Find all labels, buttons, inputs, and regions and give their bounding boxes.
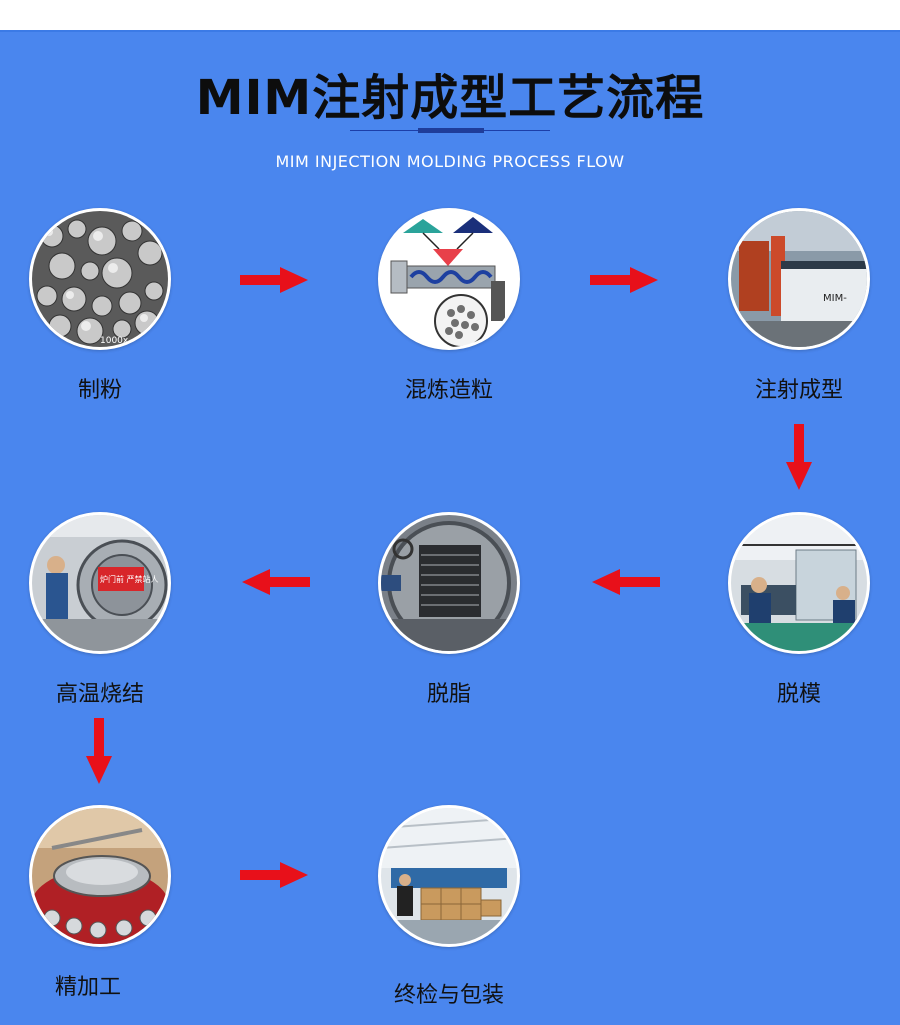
page-subtitle: MIM INJECTION MOLDING PROCESS FLOW — [275, 152, 625, 171]
arrow-down-icon — [786, 424, 812, 490]
step-label: 脱脂 — [426, 682, 471, 707]
step-demolding: 脱模 — [699, 512, 899, 708]
mixing-image — [378, 208, 520, 350]
step-mixing: 混炼造粒 — [349, 208, 549, 404]
title-underline-accent — [418, 128, 484, 133]
top-bar — [0, 0, 900, 32]
arrow-right-icon — [240, 267, 308, 293]
step-injection: MIM- 注射成型 — [699, 208, 899, 404]
arrow-left-icon — [242, 569, 310, 595]
sintering-image: 炉门前 严禁站人 — [29, 512, 171, 654]
finishing-image — [29, 805, 171, 947]
powder-image: 1000x — [29, 208, 171, 350]
demolding-image — [728, 512, 870, 654]
arrow-down-icon — [86, 718, 112, 784]
step-label: 制粉 — [77, 378, 122, 403]
step-finishing: 精加工 — [0, 805, 200, 1001]
arrow-right-icon — [240, 862, 308, 888]
step-label: 高温烧结 — [55, 682, 144, 707]
step-debinding: 脱脂 — [349, 512, 549, 708]
step-label: 混炼造粒 — [404, 378, 493, 403]
machine-brand-label: MIM- — [823, 293, 847, 304]
step-label: 脱模 — [776, 682, 821, 707]
arrow-right-icon — [590, 267, 658, 293]
step-label: 精加工 — [54, 975, 121, 1000]
step-inspection-packaging: 终检与包装 — [349, 805, 549, 1009]
step-label: 终检与包装 — [393, 983, 504, 1008]
step-sintering: 炉门前 严禁站人 高温烧结 — [0, 512, 200, 708]
injection-machine-image: MIM- — [728, 208, 870, 350]
debinding-image — [378, 512, 520, 654]
warehouse-image — [378, 805, 520, 947]
micrograph-scale-label: 1000x — [100, 336, 129, 346]
step-powder: 1000x 制粉 — [0, 208, 200, 404]
page-title: MIM注射成型工艺流程 — [195, 70, 705, 126]
arrow-left-icon — [592, 569, 660, 595]
furnace-warning-label: 炉门前 严禁站人 — [100, 574, 159, 584]
step-label: 注射成型 — [754, 378, 843, 403]
